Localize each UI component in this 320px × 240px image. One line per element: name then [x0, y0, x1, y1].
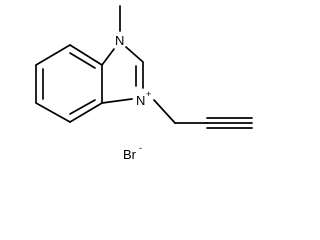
double-bond-inner-top	[69, 52, 96, 69]
bond-c6-n1	[101, 48, 115, 66]
bond-c4-c5	[69, 102, 103, 123]
propargyl-chain	[153, 99, 253, 129]
bond-c1-c2	[35, 44, 71, 66]
imidazolium-ring	[101, 46, 144, 104]
atom-n-charge: +	[146, 89, 151, 99]
bromide-charge: -	[139, 143, 142, 153]
molecule-diagram: N N + Br -	[35, 5, 253, 162]
bond-c3-c4	[35, 102, 71, 123]
bromide-ion: Br	[123, 147, 137, 162]
atom-n-propargyl: N	[136, 93, 145, 108]
double-bond-inner-bottom	[69, 99, 96, 115]
atom-n-methyl: N	[115, 33, 124, 48]
benzene-ring	[35, 44, 103, 123]
bond-c6-c1	[69, 44, 103, 66]
bond-n3-ch2	[153, 99, 176, 124]
bond-n3-c5	[101, 98, 133, 104]
bond-n1-c2	[125, 46, 144, 63]
